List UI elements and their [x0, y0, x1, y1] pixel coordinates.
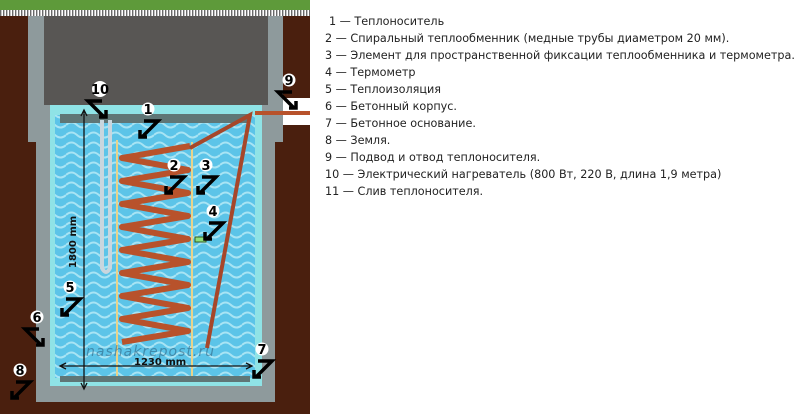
callout-arrow-icon [83, 99, 108, 119]
legend-item: 3 — Элемент для пространственной фиксаци… [325, 49, 795, 62]
callout-number: 4 [208, 205, 217, 220]
return-pipe [189, 111, 253, 349]
callout-arrow-icon [273, 90, 298, 110]
electric-heater [100, 120, 112, 274]
legend-item: 2 — Спиральный теплообменник (медные тру… [325, 32, 730, 45]
heat-storage-diagram: 1800 mm 1230 mm nashakrepost.ru 1 2 3 4 5 6 7 8… [0, 0, 310, 414]
callout-badge [282, 73, 296, 87]
callout-number: 3 [201, 159, 210, 174]
callout-number: 1 [143, 103, 152, 118]
callout-arrow-icon [138, 119, 163, 139]
top-plate [60, 114, 250, 123]
legend-item: 9 — Подвод и отвод теплоносителя. [325, 151, 541, 164]
legend-list: 1 — Теплоноситель 2 — Спиральный теплооб… [325, 13, 795, 200]
callout-badge [167, 158, 181, 172]
callout-arrow-icon [252, 359, 277, 379]
width-dimension-label: 1230 mm [134, 357, 186, 368]
callout-badge [92, 81, 108, 97]
callout-arrow-icon [164, 175, 189, 195]
callout-arrow-icon [10, 380, 35, 400]
bottom-plate [60, 376, 250, 382]
callout-badge [63, 280, 77, 294]
callout-arrow-icon [196, 175, 221, 195]
height-dimension [80, 108, 88, 391]
callout-arrow-icon [20, 327, 45, 347]
grass [0, 0, 310, 10]
legend-item: 8 — Земля. [325, 134, 391, 147]
watermark: nashakrepost.ru [86, 344, 215, 360]
legend-item: 4 — Термометр [325, 66, 416, 79]
callout-number: 9 [284, 74, 293, 89]
callout-badge [206, 204, 220, 218]
lid-cavity [44, 16, 268, 105]
callout-badge [13, 363, 27, 377]
legend-item: 7 — Бетонное основание. [325, 117, 476, 130]
callout-number: 10 [91, 83, 109, 98]
callout-badge [255, 342, 269, 356]
legend-item: 10 — Электрический нагреватель (800 Вт, … [325, 168, 722, 181]
spiral-heat-exchanger [119, 143, 191, 345]
callout-badge [199, 158, 213, 172]
callout-badge [30, 310, 44, 324]
callout-badge [141, 102, 155, 116]
fence-strip [0, 10, 310, 16]
callout-arrow-icon [60, 297, 85, 317]
legend-item: 5 — Теплоизоляция [325, 83, 442, 96]
coil-pipe [119, 143, 191, 345]
width-dimension [58, 362, 254, 370]
callout-arrow-icon [203, 221, 228, 241]
callout-number: 8 [15, 364, 24, 379]
legend-item: 6 — Бетонный корпус. [325, 100, 457, 113]
legend-item: 1 — Теплоноситель [329, 15, 445, 28]
callout-number: 5 [65, 281, 74, 296]
legend-item: 11 — Слив теплоносителя. [325, 185, 484, 198]
callout-number: 6 [32, 311, 41, 326]
height-dimension-label: 1800 mm [68, 216, 79, 268]
callout-number: 2 [169, 159, 178, 174]
callout-number: 7 [257, 343, 266, 358]
